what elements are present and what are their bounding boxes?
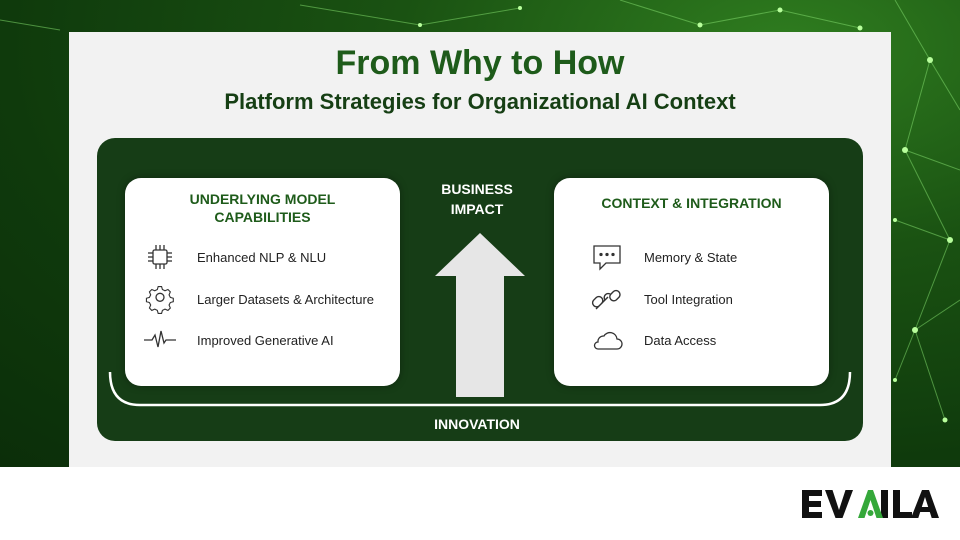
list-item-label: Enhanced NLP & NLU bbox=[197, 249, 327, 265]
innovation-label: INNOVATION bbox=[434, 416, 520, 432]
list-item-label: Larger Datasets & Architecture bbox=[197, 291, 375, 307]
pulse-icon bbox=[143, 325, 177, 355]
left-box-title: UNDERLYING MODEL CAPABILITIES bbox=[189, 191, 336, 225]
list-item-label: Improved Generative AI bbox=[197, 332, 334, 348]
list-item-label: Data Access bbox=[644, 332, 717, 348]
list-item-label: Memory & State bbox=[644, 249, 738, 265]
business-impact-label: BUSINESS IMPACT bbox=[441, 181, 513, 217]
link-icon bbox=[590, 284, 624, 314]
evaila-logo bbox=[802, 490, 939, 518]
right-box-title: CONTEXT & INTEGRATION bbox=[601, 195, 782, 211]
gear-icon bbox=[143, 284, 177, 314]
cloud-icon bbox=[590, 325, 624, 355]
list-item: Memory & State bbox=[590, 242, 737, 272]
list-item-label: Tool Integration bbox=[644, 291, 733, 307]
chat-bubble-icon bbox=[590, 242, 624, 272]
context-integration-box: CONTEXT & INTEGRATION Memory & State Too… bbox=[554, 178, 829, 386]
slide-title: From Why to How bbox=[335, 44, 625, 82]
business-impact-arrow bbox=[435, 233, 525, 397]
list-item: Larger Datasets & Architecture bbox=[143, 284, 374, 314]
slide-subtitle: Platform Strategies for Organizational A… bbox=[224, 89, 736, 114]
list-item: Enhanced NLP & NLU bbox=[143, 242, 326, 272]
list-item: Tool Integration bbox=[590, 284, 733, 314]
chip-icon bbox=[143, 242, 177, 272]
list-item: Data Access bbox=[590, 325, 716, 355]
underlying-model-capabilities-box: UNDERLYING MODEL CAPABILITIES Enhanced N… bbox=[125, 178, 400, 386]
list-item: Improved Generative AI bbox=[143, 325, 334, 355]
